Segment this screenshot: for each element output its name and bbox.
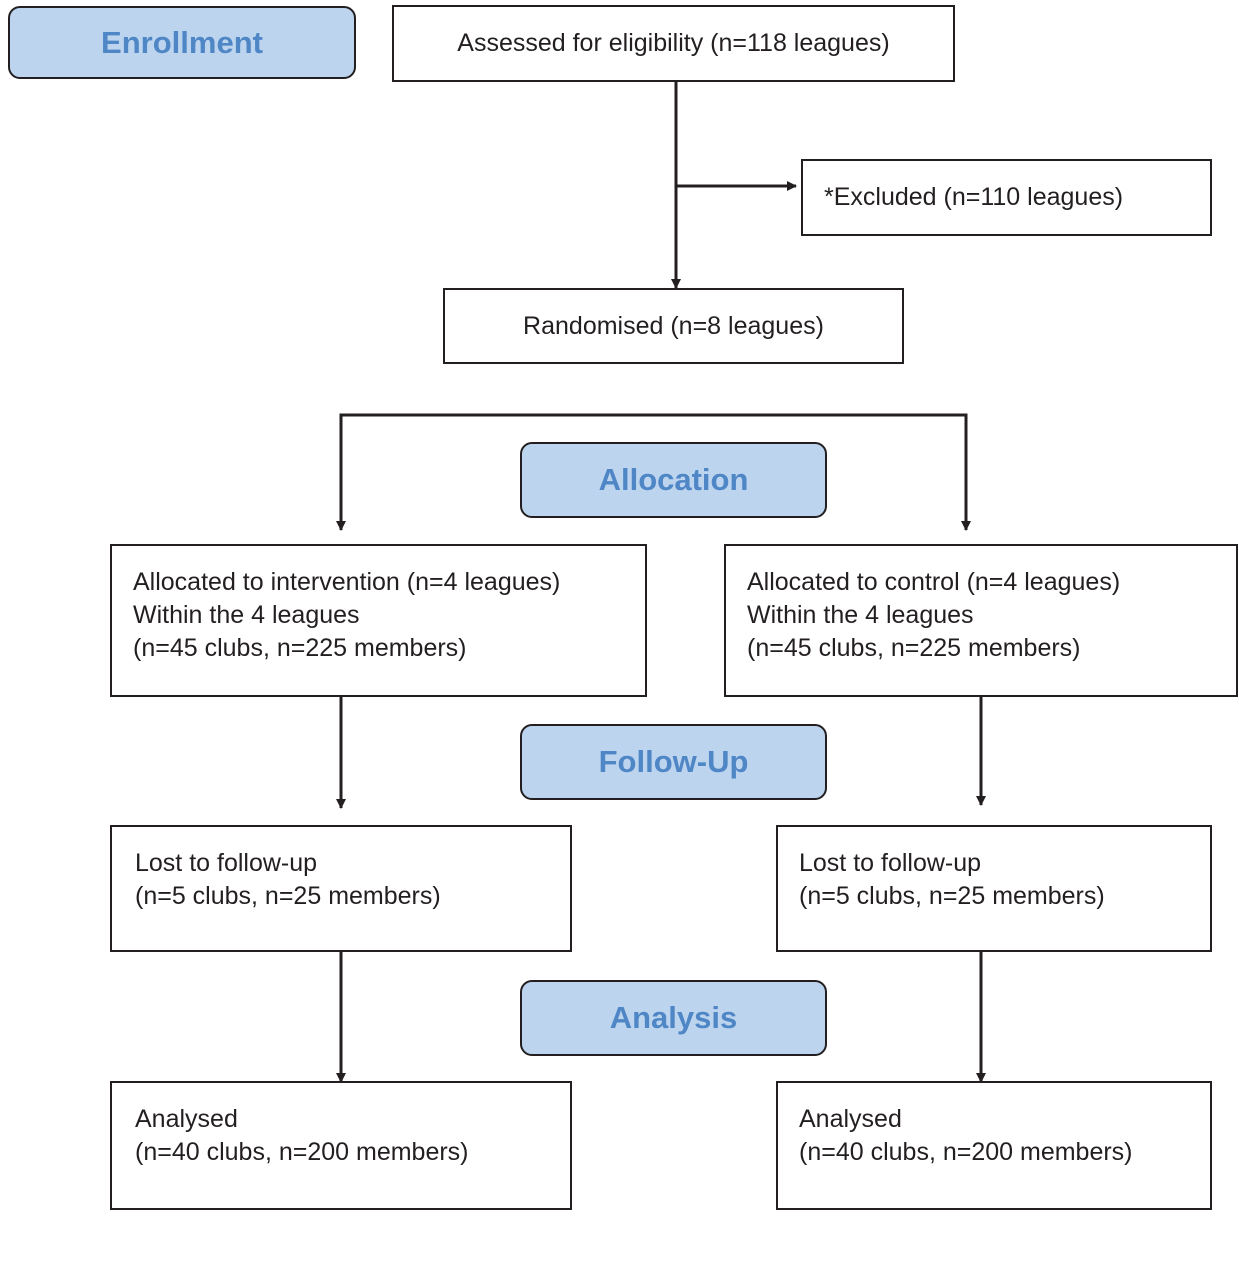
excluded-text: *Excluded (n=110 leagues) xyxy=(824,183,1124,211)
analysed-intervention-line-2: (n=40 clubs, n=200 members) xyxy=(135,1138,469,1166)
stage-enrollment-text: Enrollment xyxy=(101,24,263,60)
randomised-text: Randomised (n=8 leagues) xyxy=(523,311,824,340)
stage-follow-up-label: Follow-Up xyxy=(520,724,827,800)
stage-enrollment-label: Enrollment xyxy=(8,6,356,79)
stage-analysis-text: Analysis xyxy=(609,1000,738,1035)
analysed-control-line-1: Analysed xyxy=(799,1105,902,1133)
connector-allocation-split xyxy=(339,413,968,527)
stage-analysis-label: Analysis xyxy=(520,980,827,1056)
lost-intervention-line-1: Lost to follow-up xyxy=(135,849,318,877)
control-box: Allocated to control (n=4 leagues) Withi… xyxy=(724,544,1238,697)
analysed-control-box: Analysed (n=40 clubs, n=200 members) xyxy=(776,1081,1212,1210)
intervention-line-1: Allocated to intervention (n=4 leagues) xyxy=(133,568,561,596)
assessed-text: Assessed for eligibility (n=118 leagues) xyxy=(457,29,890,57)
randomised-box: Randomised (n=8 leagues) xyxy=(443,288,904,364)
stage-follow-up-text: Follow-Up xyxy=(598,744,749,779)
analysed-intervention-box: Analysed (n=40 clubs, n=200 members) xyxy=(110,1081,572,1210)
intervention-line-3: (n=45 clubs, n=225 members) xyxy=(133,634,467,662)
analysed-intervention-line-1: Analysed xyxy=(135,1105,238,1133)
lost-control-line-2: (n=5 clubs, n=25 members) xyxy=(799,882,1105,910)
excluded-box: *Excluded (n=110 leagues) xyxy=(801,159,1212,236)
stage-allocation-text: Allocation xyxy=(598,462,749,497)
lost-intervention-line-2: (n=5 clubs, n=25 members) xyxy=(135,882,441,910)
intervention-box: Allocated to intervention (n=4 leagues) … xyxy=(110,544,647,697)
control-line-1: Allocated to control (n=4 leagues) xyxy=(747,568,1121,596)
assessed-box: Assessed for eligibility (n=118 leagues) xyxy=(392,5,955,82)
intervention-line-2: Within the 4 leagues xyxy=(133,601,360,629)
control-line-3: (n=45 clubs, n=225 members) xyxy=(747,634,1081,662)
control-line-2: Within the 4 leagues xyxy=(747,601,974,629)
stage-allocation-label: Allocation xyxy=(520,442,827,518)
analysed-control-line-2: (n=40 clubs, n=200 members) xyxy=(799,1138,1133,1166)
lost-control-box: Lost to follow-up (n=5 clubs, n=25 membe… xyxy=(776,825,1212,952)
lost-control-line-1: Lost to follow-up xyxy=(799,849,982,877)
lost-intervention-box: Lost to follow-up (n=5 clubs, n=25 membe… xyxy=(110,825,572,952)
